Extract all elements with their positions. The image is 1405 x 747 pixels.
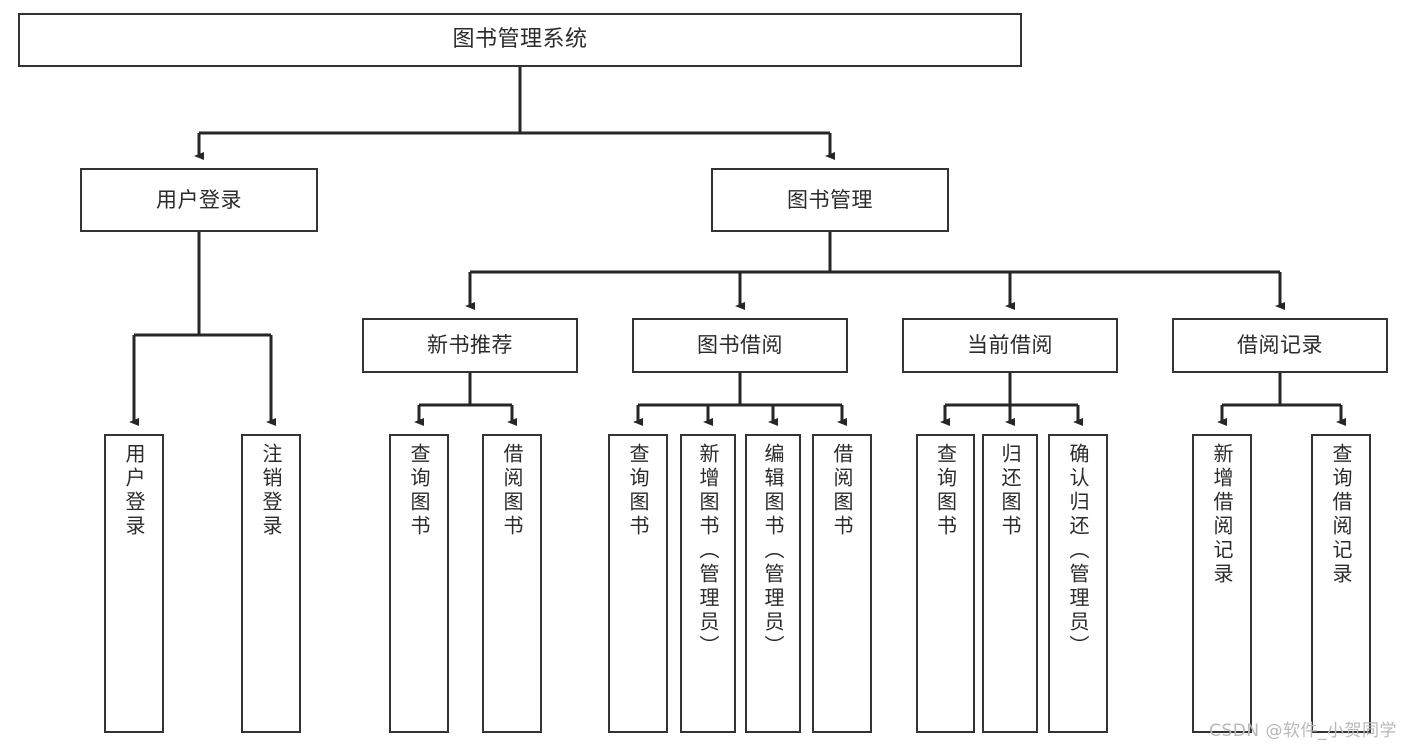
node-user-login[interactable]: 用户登录 (80, 168, 318, 232)
node-label: 查询图书 (626, 443, 650, 539)
node-label: 图书管理系统 (452, 27, 588, 53)
leaf-recommend-borrow-book[interactable]: 借阅图书 (482, 434, 542, 733)
leaf-record-query-record[interactable]: 查询借阅记录 (1311, 434, 1371, 733)
leaf-recommend-query-book[interactable]: 查询图书 (389, 434, 449, 733)
node-current-borrow[interactable]: 当前借阅 (902, 318, 1118, 373)
node-root-system[interactable]: 图书管理系统 (18, 13, 1022, 67)
node-label: 新书推荐 (427, 333, 513, 358)
node-label: 图书借阅 (697, 333, 783, 358)
node-label: 查询图书 (933, 443, 958, 539)
leaf-borrow-borrow-book[interactable]: 借阅图书 (812, 434, 872, 733)
node-label: 查询借阅记录 (1329, 443, 1353, 587)
node-label: 用户登录 (156, 187, 242, 212)
leaf-user-login-logout[interactable]: 注销登录 (241, 434, 301, 733)
node-label: 用户登录 (122, 443, 146, 539)
leaf-current-return-book[interactable]: 归还图书 (982, 434, 1038, 733)
leaf-record-add-record[interactable]: 新增借阅记录 (1192, 434, 1252, 733)
node-label: 确认归还（管理员） (1066, 443, 1090, 659)
node-borrow-record[interactable]: 借阅记录 (1172, 318, 1388, 373)
node-label: 注销登录 (259, 443, 283, 539)
node-label: 编辑图书（管理员） (761, 443, 785, 659)
node-label: 借阅图书 (500, 443, 524, 539)
node-new-book-recommend[interactable]: 新书推荐 (362, 318, 578, 373)
leaf-borrow-query-book[interactable]: 查询图书 (608, 434, 668, 733)
node-label: 图书管理 (787, 187, 873, 212)
leaf-borrow-edit-book-admin[interactable]: 编辑图书（管理员） (745, 434, 801, 733)
node-book-management[interactable]: 图书管理 (711, 168, 949, 232)
node-label: 新增图书（管理员） (696, 443, 720, 659)
node-label: 查询图书 (407, 443, 431, 539)
node-label: 归还图书 (998, 443, 1022, 539)
node-label: 当前借阅 (967, 333, 1053, 358)
node-book-borrow[interactable]: 图书借阅 (632, 318, 848, 373)
leaf-borrow-add-book-admin[interactable]: 新增图书（管理员） (680, 434, 736, 733)
node-label: 借阅图书 (830, 443, 854, 539)
csdn-watermark: CSDN @软件_小贺同学 (1209, 721, 1397, 741)
node-label: 新增借阅记录 (1210, 443, 1234, 587)
node-label: 借阅记录 (1237, 333, 1323, 358)
leaf-user-login-login[interactable]: 用户登录 (104, 434, 164, 733)
leaf-current-query-book[interactable]: 查询图书 (916, 434, 975, 733)
leaf-current-confirm-return-admin[interactable]: 确认归还（管理员） (1048, 434, 1108, 733)
